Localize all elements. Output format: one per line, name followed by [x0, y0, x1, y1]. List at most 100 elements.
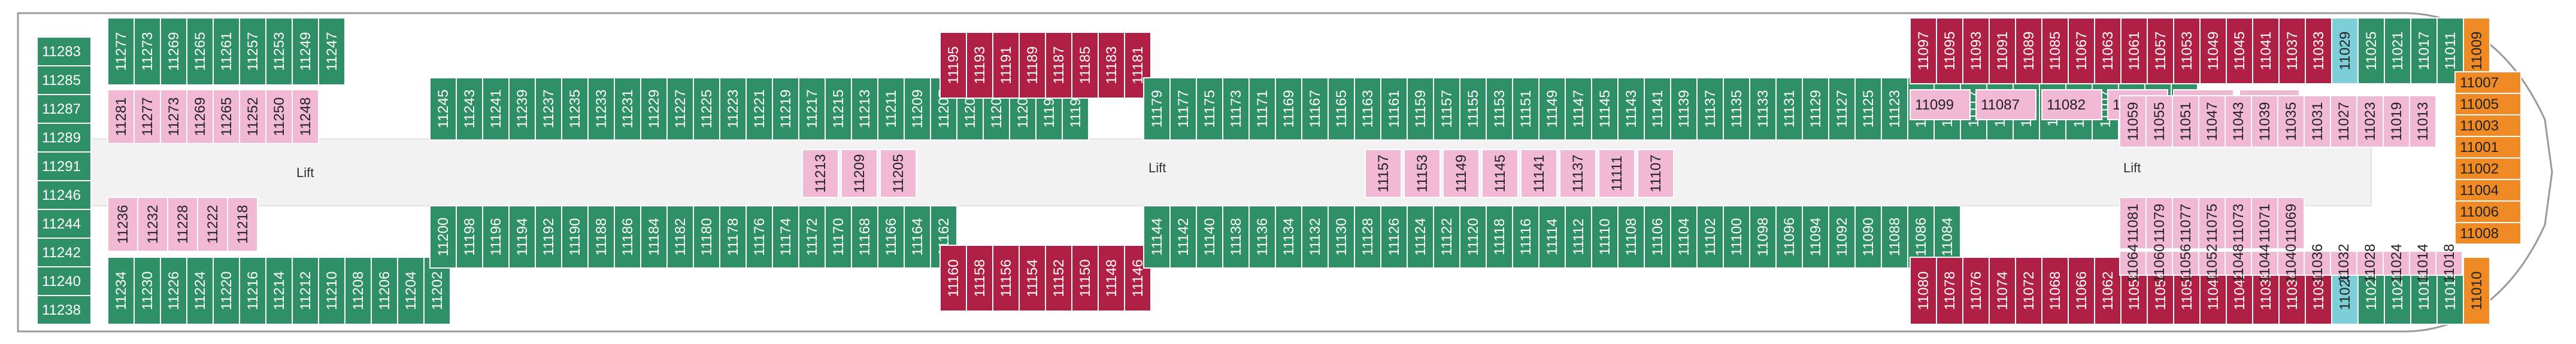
cabin-11174[interactable]: 11174 — [772, 205, 799, 269]
cabin-11130[interactable]: 11130 — [1328, 205, 1355, 269]
cabin-11047[interactable]: 11047 — [2198, 95, 2226, 148]
cabin-box[interactable] — [1828, 205, 1856, 269]
cabin-11222[interactable]: 11222 — [197, 197, 228, 252]
cabin-11250[interactable]: 11250 — [265, 89, 293, 144]
cabin-box[interactable] — [2454, 200, 2522, 223]
cabin-box[interactable] — [2015, 257, 2042, 325]
cabin-11164[interactable]: 11164 — [904, 205, 931, 269]
cabin-11099[interactable]: 11099 — [1910, 89, 1971, 120]
cabin-11051[interactable]: 11051 — [2172, 95, 2199, 148]
cabin-11137[interactable]: 11137 — [1696, 77, 1724, 141]
cabin-11098[interactable]: 11098 — [1749, 205, 1777, 269]
cabin-11122[interactable]: 11122 — [1433, 205, 1460, 269]
cabin-box[interactable] — [2015, 17, 2042, 84]
cabin-11158[interactable]: 11158 — [966, 245, 993, 312]
cabin-box[interactable] — [1275, 77, 1302, 141]
cabin-11096[interactable]: 11096 — [1775, 205, 1803, 269]
cabin-11147[interactable]: 11147 — [1565, 77, 1592, 141]
cabin-box[interactable] — [561, 77, 589, 141]
cabin-box[interactable] — [1222, 77, 1250, 141]
cabin-box[interactable] — [877, 77, 905, 141]
cabin-11269[interactable]: 11269 — [160, 17, 187, 86]
cabin-box[interactable] — [2119, 197, 2147, 249]
cabin-box[interactable] — [2331, 17, 2359, 84]
cabin-11237[interactable]: 11237 — [535, 77, 562, 141]
cabin-11194[interactable]: 11194 — [508, 205, 536, 269]
cabin-11188[interactable]: 11188 — [587, 205, 615, 269]
cabin-11216[interactable]: 11216 — [239, 257, 266, 325]
cabin-11071[interactable]: 11071 — [2251, 197, 2278, 249]
cabin-box[interactable] — [1275, 205, 1302, 269]
cabin-11019[interactable]: 11019 — [2383, 95, 2410, 148]
cabin-11045[interactable]: 11045 — [2226, 17, 2253, 84]
cabin-11185[interactable]: 11185 — [1071, 32, 1099, 99]
cabin-11007[interactable]: 11007 — [2454, 71, 2522, 94]
cabin-box[interactable] — [1143, 205, 1171, 269]
cabin-box[interactable] — [37, 180, 92, 210]
cabin-box[interactable] — [1598, 149, 1635, 198]
cabin-11168[interactable]: 11168 — [851, 205, 878, 269]
cabin-box[interactable] — [482, 77, 510, 141]
cabin-box[interactable] — [1670, 77, 1698, 141]
cabin-box[interactable] — [841, 149, 878, 198]
cabin-box[interactable] — [137, 197, 168, 252]
cabin-11118[interactable]: 11118 — [1486, 205, 1513, 269]
cabin-11080[interactable]: 11080 — [1910, 257, 1937, 325]
cabin-11133[interactable]: 11133 — [1749, 77, 1777, 141]
cabin-box[interactable] — [265, 89, 293, 144]
cabin-11052[interactable]: 11052 — [2198, 244, 2226, 283]
cabin-11036[interactable]: 11036 — [2304, 244, 2331, 283]
cabin-11184[interactable]: 11184 — [640, 205, 668, 269]
cabin-11078[interactable]: 11078 — [1936, 257, 1963, 325]
cabin-11225[interactable]: 11225 — [693, 77, 720, 141]
cabin-box[interactable] — [2356, 95, 2384, 148]
cabin-box[interactable] — [2120, 17, 2148, 84]
cabin-11205[interactable]: 11205 — [880, 149, 917, 198]
cabin-box[interactable] — [2172, 197, 2199, 249]
cabin-box[interactable] — [1881, 77, 1908, 141]
cabin-box[interactable] — [160, 17, 187, 86]
cabin-11077[interactable]: 11077 — [2172, 197, 2199, 249]
cabin-box[interactable] — [2454, 136, 2522, 159]
cabin-11220[interactable]: 11220 — [213, 257, 240, 325]
cabin-box[interactable] — [107, 257, 135, 325]
cabin-11277[interactable]: 11277 — [134, 89, 161, 144]
cabin-box[interactable] — [719, 205, 747, 269]
cabin-11195[interactable]: 11195 — [940, 32, 967, 99]
cabin-11106[interactable]: 11106 — [1644, 205, 1671, 269]
cabin-box[interactable] — [2454, 114, 2522, 137]
cabin-box[interactable] — [1169, 205, 1197, 269]
cabin-box[interactable] — [966, 245, 993, 312]
cabin-box[interactable] — [1354, 205, 1381, 269]
cabin-11061[interactable]: 11061 — [2120, 17, 2148, 84]
cabin-box[interactable] — [2225, 95, 2252, 148]
cabin-11044[interactable]: 11044 — [2251, 244, 2278, 283]
cabin-11025[interactable]: 11025 — [2357, 17, 2385, 84]
cabin-11213[interactable]: 11213 — [851, 77, 878, 141]
cabin-11167[interactable]: 11167 — [1301, 77, 1329, 141]
cabin-11221[interactable]: 11221 — [745, 77, 773, 141]
cabin-box[interactable] — [37, 295, 92, 325]
cabin-box[interactable] — [825, 205, 852, 269]
cabin-11157[interactable]: 11157 — [1433, 77, 1460, 141]
cabin-11091[interactable]: 11091 — [1989, 17, 2016, 84]
cabin-box[interactable] — [1670, 205, 1698, 269]
cabin-11166[interactable]: 11166 — [877, 205, 905, 269]
cabin-box[interactable] — [1591, 77, 1619, 141]
cabin-box[interactable] — [1407, 205, 1434, 269]
cabin-box[interactable] — [2119, 95, 2147, 148]
cabin-box[interactable] — [877, 205, 905, 269]
cabin-11156[interactable]: 11156 — [992, 245, 1020, 312]
cabin-box[interactable] — [2277, 251, 2305, 276]
cabin-box[interactable] — [1365, 149, 1402, 198]
cabin-11039[interactable]: 11039 — [2251, 95, 2278, 148]
cabin-box[interactable] — [1459, 77, 1487, 141]
cabin-box[interactable] — [1538, 205, 1566, 269]
cabin-11196[interactable]: 11196 — [482, 205, 510, 269]
cabin-11153[interactable]: 11153 — [1486, 77, 1513, 141]
cabin-box[interactable] — [2454, 93, 2522, 115]
cabin-box[interactable] — [1196, 77, 1223, 141]
cabin-11064[interactable]: 11064 — [2119, 244, 2147, 283]
cabin-11087[interactable]: 11087 — [1975, 89, 2036, 120]
cabin-box[interactable] — [904, 77, 931, 141]
